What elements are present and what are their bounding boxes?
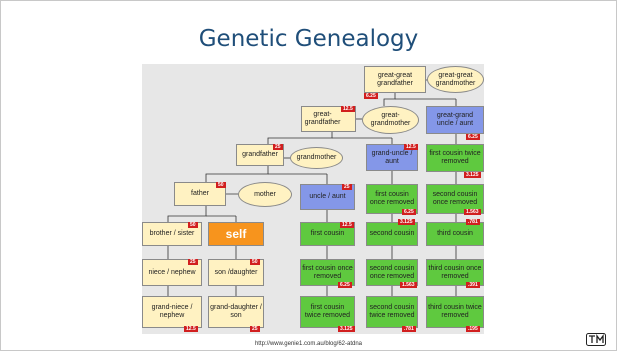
percent-tag: 50 <box>216 182 226 188</box>
percent-tag: 3.125 <box>338 326 355 332</box>
node-label: great-great grandfather <box>377 71 413 87</box>
node-fc-once-removed-down: first cousin once removed <box>300 259 355 286</box>
percent-tag: 6.25 <box>402 209 416 215</box>
slide-title: Genetic Genealogy <box>198 26 419 52</box>
node-label: uncle / aunt <box>309 193 346 200</box>
node-mother: mother <box>238 182 292 207</box>
node-label: grandmother <box>296 154 337 161</box>
node-label: brother / sister <box>149 230 195 237</box>
node-self: self <box>208 222 264 246</box>
node-tc-once-removed-down: third cousin once removed <box>426 259 484 286</box>
connector-lines <box>167 79 457 296</box>
node-third-cousin: third cousin <box>426 222 484 246</box>
percent-tag: 25 <box>188 259 198 265</box>
percent-tag: 3.125 <box>464 172 481 178</box>
node-grandmother: grandmother <box>290 147 343 169</box>
percent-tag: 12.5 <box>341 106 355 112</box>
node-label: great-great grandmother <box>435 71 476 87</box>
source-url: http://www.genie1.com.au/blog/62-atdna <box>254 341 363 347</box>
node-label: second cousin twice removed <box>369 304 415 319</box>
node-niece-nephew: niece / nephew <box>142 259 202 286</box>
node-label: third cousin <box>437 230 473 237</box>
percent-tag: 6.25 <box>364 93 378 99</box>
node-label: grand-niece / nephew <box>151 304 193 319</box>
percent-tag: 12.5 <box>184 326 198 332</box>
node-label: grand-daughter / son <box>210 304 262 319</box>
percent-tag: .781 <box>466 219 480 225</box>
node-label: great-grandfather <box>304 111 341 126</box>
node-gg-grandfather: great-great grandfather <box>364 66 426 93</box>
node-label: son /daughter <box>214 268 258 276</box>
node-label: grand-uncle / aunt <box>371 149 413 165</box>
node-sc-once-removed-down: second cousin once removed <box>366 259 418 286</box>
node-label: great-grandmother <box>370 112 411 127</box>
relationship-chart: great-great grandfather 6.25 great-great… <box>142 64 484 334</box>
node-grandfather: grandfather <box>236 144 284 166</box>
percent-tag: 25 <box>250 326 260 332</box>
node-label: first cousin twice removed <box>429 150 481 165</box>
node-fc-twice-removed-up: first cousin twice removed <box>426 144 484 172</box>
node-tc-twice-removed-down: third cousin twice removed <box>426 296 484 328</box>
node-label: great-grand uncle / aunt <box>436 112 474 127</box>
node-label: grandfather <box>242 151 278 158</box>
node-g-grandmother: great-grandmother <box>362 106 419 134</box>
node-grand-niece-nephew: grand-niece / nephew <box>142 296 202 328</box>
node-label: first cousin <box>310 230 345 237</box>
percent-tag: 25 <box>342 184 352 190</box>
node-label: first cousin twice removed <box>304 304 351 319</box>
percent-tag: 6.25 <box>338 282 352 288</box>
percent-tag: 3.125 <box>398 219 415 225</box>
node-granddaughter-son: grand-daughter / son <box>208 296 264 328</box>
node-gg-uncle: great-grand uncle / aunt <box>426 106 484 134</box>
node-fc-twice-removed-down: first cousin twice removed <box>300 296 355 328</box>
node-fc-once-removed-up: first cousin once removed <box>366 184 418 214</box>
node-second-cousin: second cousin <box>366 222 418 246</box>
percent-tag: .391 <box>466 282 480 288</box>
node-label: niece / nephew <box>148 268 196 276</box>
percent-tag: 12.5 <box>404 144 418 150</box>
node-label: second cousin <box>369 230 415 237</box>
node-label: first cousin once removed <box>369 191 415 206</box>
logo-icon <box>586 333 606 346</box>
percent-tag: 6.25 <box>466 134 480 140</box>
node-label: first cousin once removed <box>302 264 353 280</box>
percent-tag: .781 <box>402 326 416 332</box>
percent-tag: 50 <box>250 259 260 265</box>
node-label: third cousin once removed <box>428 264 482 280</box>
percent-tag: 1.563 <box>464 209 481 215</box>
node-gg-grandmother: great-great grandmother <box>427 66 484 93</box>
node-label: self <box>225 227 247 241</box>
percent-tag: 12.5 <box>340 222 354 228</box>
node-sc-twice-removed-down: second cousin twice removed <box>366 296 418 328</box>
node-label: mother <box>254 190 276 198</box>
node-label: father <box>191 190 209 197</box>
percent-tag: 1.563 <box>400 282 417 288</box>
node-label: second cousin once removed <box>369 264 415 280</box>
node-label: third cousin twice removed <box>428 304 482 319</box>
node-label: second cousin once removed <box>432 191 478 206</box>
percent-tag: .195 <box>466 326 480 332</box>
percent-tag: 50 <box>188 222 198 228</box>
node-father: father <box>174 182 226 206</box>
percent-tag: 25 <box>273 144 283 150</box>
